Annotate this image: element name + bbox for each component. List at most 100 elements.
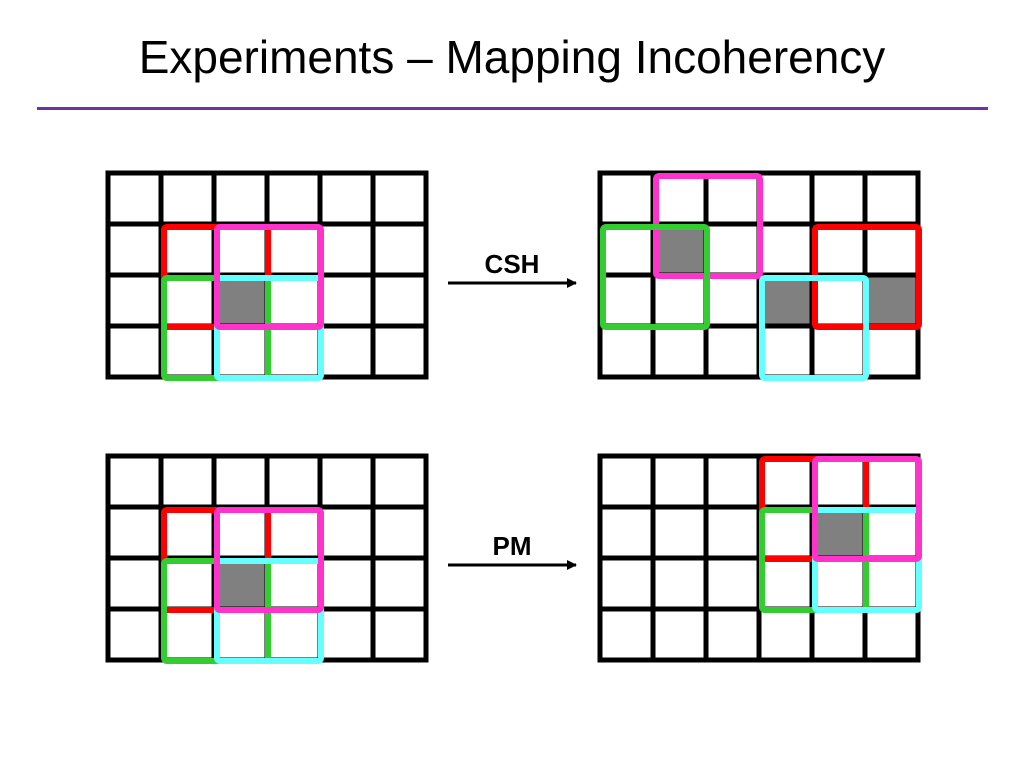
grid-cell [706, 224, 759, 275]
grid-cell [108, 326, 161, 377]
grid-cell [653, 275, 706, 326]
grid-cell [161, 558, 214, 609]
magenta-window [214, 507, 324, 613]
grid-cell [600, 326, 653, 377]
grid-cell [320, 224, 373, 275]
grid-cell [653, 558, 706, 609]
csh-label: CSH [485, 249, 540, 279]
green-window [600, 224, 710, 330]
pm-arrow: PM [448, 531, 577, 570]
grid-cell [108, 609, 161, 660]
grid-cell [214, 507, 267, 558]
grid-cell [759, 507, 812, 558]
grid-cell [214, 173, 267, 224]
grid-cell [161, 275, 214, 326]
grid-cell [108, 224, 161, 275]
grid-cell [320, 173, 373, 224]
grid-cell [373, 609, 426, 660]
grid-panel-top-right [597, 170, 922, 381]
highlight-cell [214, 275, 267, 326]
grid-cell [812, 609, 865, 660]
grid-cell [214, 224, 267, 275]
grid-cell [759, 224, 812, 275]
grid-panel-bottom-left [105, 453, 429, 664]
grid-cell [865, 326, 918, 377]
grid-cell [267, 558, 320, 609]
title-rule [37, 107, 988, 110]
grid-cell [373, 507, 426, 558]
grid-cell [267, 173, 320, 224]
grid-panel-bottom-right [597, 453, 922, 663]
cyan-window [759, 275, 869, 381]
grid-cell [267, 507, 320, 558]
grid-cell [267, 224, 320, 275]
grid-cell [320, 275, 373, 326]
grid-cell [706, 456, 759, 507]
grid-cell [600, 507, 653, 558]
grid-cell [759, 558, 812, 609]
grid-cell [812, 173, 865, 224]
grid-cell [600, 558, 653, 609]
grid-cell [108, 507, 161, 558]
grid-cell [108, 558, 161, 609]
grid-cell [812, 558, 865, 609]
grid-cell [373, 558, 426, 609]
grid-cell [759, 326, 812, 377]
grid-cell [812, 224, 865, 275]
grid-cell [320, 558, 373, 609]
grid-cell [706, 173, 759, 224]
grid-cell [161, 507, 214, 558]
grid-cell [373, 275, 426, 326]
grid-cell [373, 326, 426, 377]
grid-cell [214, 326, 267, 377]
grid-cell [600, 173, 653, 224]
grid-cell [759, 456, 812, 507]
grid-cell [161, 224, 214, 275]
magenta-window [214, 224, 324, 330]
highlight-cell [214, 558, 267, 609]
grid-cell [373, 224, 426, 275]
grid-cell [653, 609, 706, 660]
csh-arrow: CSH [448, 249, 577, 288]
grid-cell [865, 456, 918, 507]
grid-cell [161, 609, 214, 660]
grid-cell [653, 507, 706, 558]
grid-cell [320, 507, 373, 558]
grid-cell [161, 326, 214, 377]
grid-cell [706, 507, 759, 558]
grid-cell [373, 173, 426, 224]
grid-cell [161, 173, 214, 224]
grid-cell [865, 224, 918, 275]
grid-cell [812, 456, 865, 507]
grid-cell [320, 609, 373, 660]
grid-cell [267, 456, 320, 507]
grid-cell [108, 456, 161, 507]
grid-cell [865, 507, 918, 558]
highlight-cell [865, 275, 918, 326]
grid-cell [653, 173, 706, 224]
grid-cell [600, 224, 653, 275]
grid-cell [600, 456, 653, 507]
grid-cell [759, 609, 812, 660]
slide-title: Experiments – Mapping Incoherency [138, 31, 886, 83]
grid-cell [108, 173, 161, 224]
grid-cell [214, 609, 267, 660]
grid-cell [865, 609, 918, 660]
grid-cell [706, 326, 759, 377]
grid-cell [759, 173, 812, 224]
grid-cell [812, 326, 865, 377]
pm-label: PM [493, 531, 532, 561]
grid-cell [706, 275, 759, 326]
highlight-cell [759, 275, 812, 326]
grid-cell [600, 609, 653, 660]
highlight-cell [653, 224, 706, 275]
grid-cell [706, 558, 759, 609]
grid-cell [161, 456, 214, 507]
grid-cell [653, 456, 706, 507]
grid-cell [267, 609, 320, 660]
grid-cell [865, 558, 918, 609]
grid-cell [653, 326, 706, 377]
grid-panel-top-left [105, 170, 429, 381]
grid-cell [706, 609, 759, 660]
